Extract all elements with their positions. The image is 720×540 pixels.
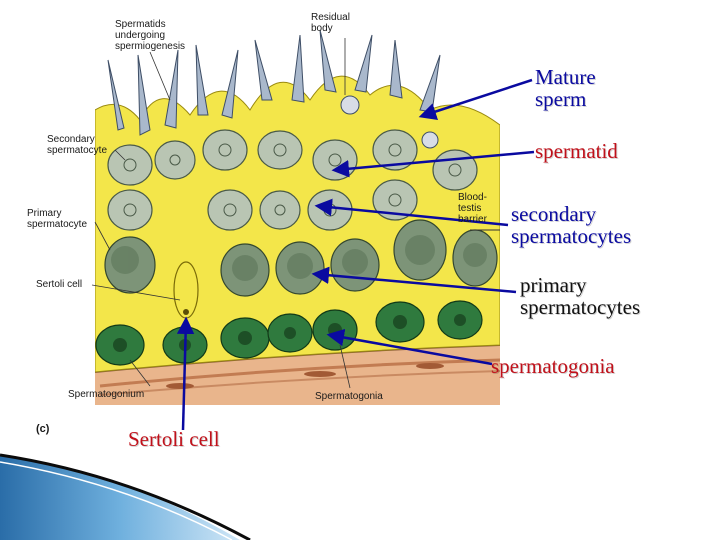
label-secondary-line1: Secondary — [47, 134, 107, 145]
annotation-mature-line1: Mature — [535, 66, 596, 88]
label-sertoli-cell-small: Sertoli cell — [36, 279, 82, 290]
annotation-primary-line1: primary — [520, 274, 640, 296]
annotation-primary-line2: spermatocytes — [520, 296, 640, 318]
label-residual-body: Residual body — [311, 12, 350, 34]
annotation-secondary-line1: secondary — [511, 203, 631, 225]
label-residual-line2: body — [311, 23, 350, 34]
slide-swoosh-decoration — [0, 455, 250, 540]
label-spermatids-line2: undergoing — [115, 30, 185, 41]
label-residual-line1: Residual — [311, 12, 350, 23]
label-blood-line3: barrier — [458, 214, 487, 225]
annotation-spermatogonia: spermatogonia — [491, 355, 615, 377]
panel-letter: (c) — [36, 424, 49, 435]
label-secondary-line2: spermatocyte — [47, 145, 107, 156]
annotation-spermatid: spermatid — [535, 140, 618, 162]
label-primary-line2: spermatocyte — [27, 219, 87, 230]
label-spermatids-line3: spermiogenesis — [115, 41, 185, 52]
annotation-primary-spermatocytes: primary spermatocytes — [520, 274, 640, 318]
label-blood-line2: testis — [458, 203, 487, 214]
label-spermatogonium: Spermatogonium — [68, 389, 144, 400]
label-spermatogonia-small: Spermatogonia — [315, 391, 383, 402]
annotation-mature-line2: sperm — [535, 88, 596, 110]
annotation-secondary-line2: spermatocytes — [511, 225, 631, 247]
label-spermatids-line1: Spermatids — [115, 19, 185, 30]
label-blood-testis-barrier: Blood- testis barrier — [458, 192, 487, 225]
label-secondary-spermatocyte: Secondary spermatocyte — [47, 134, 107, 156]
annotation-sertoli-cell: Sertoli cell — [128, 428, 220, 450]
annotation-mature-sperm: Mature sperm — [535, 66, 596, 110]
annotation-secondary-spermatocytes: secondary spermatocytes — [511, 203, 631, 247]
label-spermatids-undergoing: Spermatids undergoing spermiogenesis — [115, 19, 185, 52]
label-primary-spermatocyte: Primary spermatocyte — [27, 208, 87, 230]
label-blood-line1: Blood- — [458, 192, 487, 203]
label-primary-line1: Primary — [27, 208, 87, 219]
